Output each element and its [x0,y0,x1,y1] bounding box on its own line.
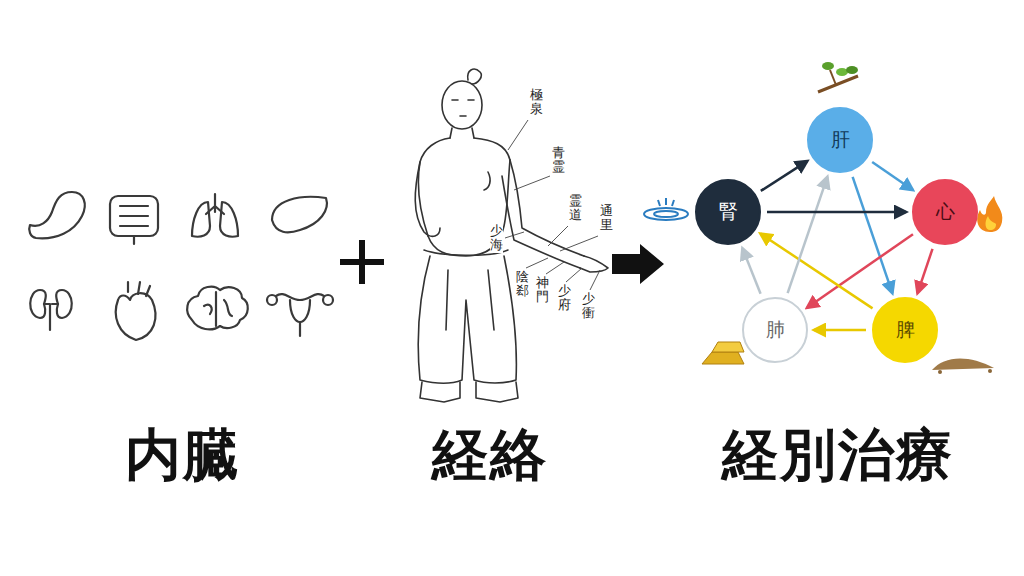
cycle-arrow [814,329,866,332]
element-circle: 腎 [695,179,761,245]
cycle-arrow [853,177,893,293]
liver-icon [272,197,327,232]
cycle-arrow [761,161,807,191]
section-heading: 経絡 [432,418,548,494]
cycle-arrow [742,248,760,294]
intestine-icon [110,196,158,244]
brain-icon [187,287,248,330]
plus-sign [340,240,384,284]
element-name: 肝 [831,127,850,153]
fire-flame-icon [977,196,1002,232]
heart-icon [116,282,156,340]
element-circle: 心 [912,179,978,245]
lungs-icon [192,194,238,237]
section-heading: 経別治療 [722,418,954,494]
acupoint-name: 少海 [490,224,503,253]
acupoint-name: 神門 [536,276,549,305]
acupoint-name: 通里 [600,204,613,233]
leader-lines [505,120,600,290]
kidneys-icon [30,290,72,330]
uterus-icon [267,294,333,336]
element-name: 腎 [719,199,738,225]
cycle-arrow [807,234,913,308]
wood-twig-icon [818,62,858,92]
acupuncture-figure [415,69,608,402]
acupoint-name: 少府 [558,284,571,313]
acupoint-name: 極泉 [530,88,543,117]
cycle-arrow [872,162,913,190]
stomach-icon [29,192,85,238]
earth-soil-icon [932,358,994,374]
cycle-arrow [788,177,828,293]
water-splash-icon [644,198,688,220]
acupoint-name: 青霊 [552,146,565,175]
acupoint-name: 霊道 [569,194,582,223]
section-heading: 内臓 [125,418,241,494]
acupoint-name: 陰郄 [516,270,529,299]
element-circle: 肝 [807,107,873,173]
element-circle: 肺 [742,297,808,363]
metal-gold-icon [702,342,744,364]
block-arrow [612,244,664,284]
cycle-arrow [918,249,933,293]
cycle-arrow [767,211,906,214]
element-name: 脾 [896,317,915,343]
element-circle: 脾 [872,297,938,363]
acupoint-name: 少衝 [582,292,595,321]
element-name: 心 [936,199,955,225]
element-name: 肺 [766,317,785,343]
